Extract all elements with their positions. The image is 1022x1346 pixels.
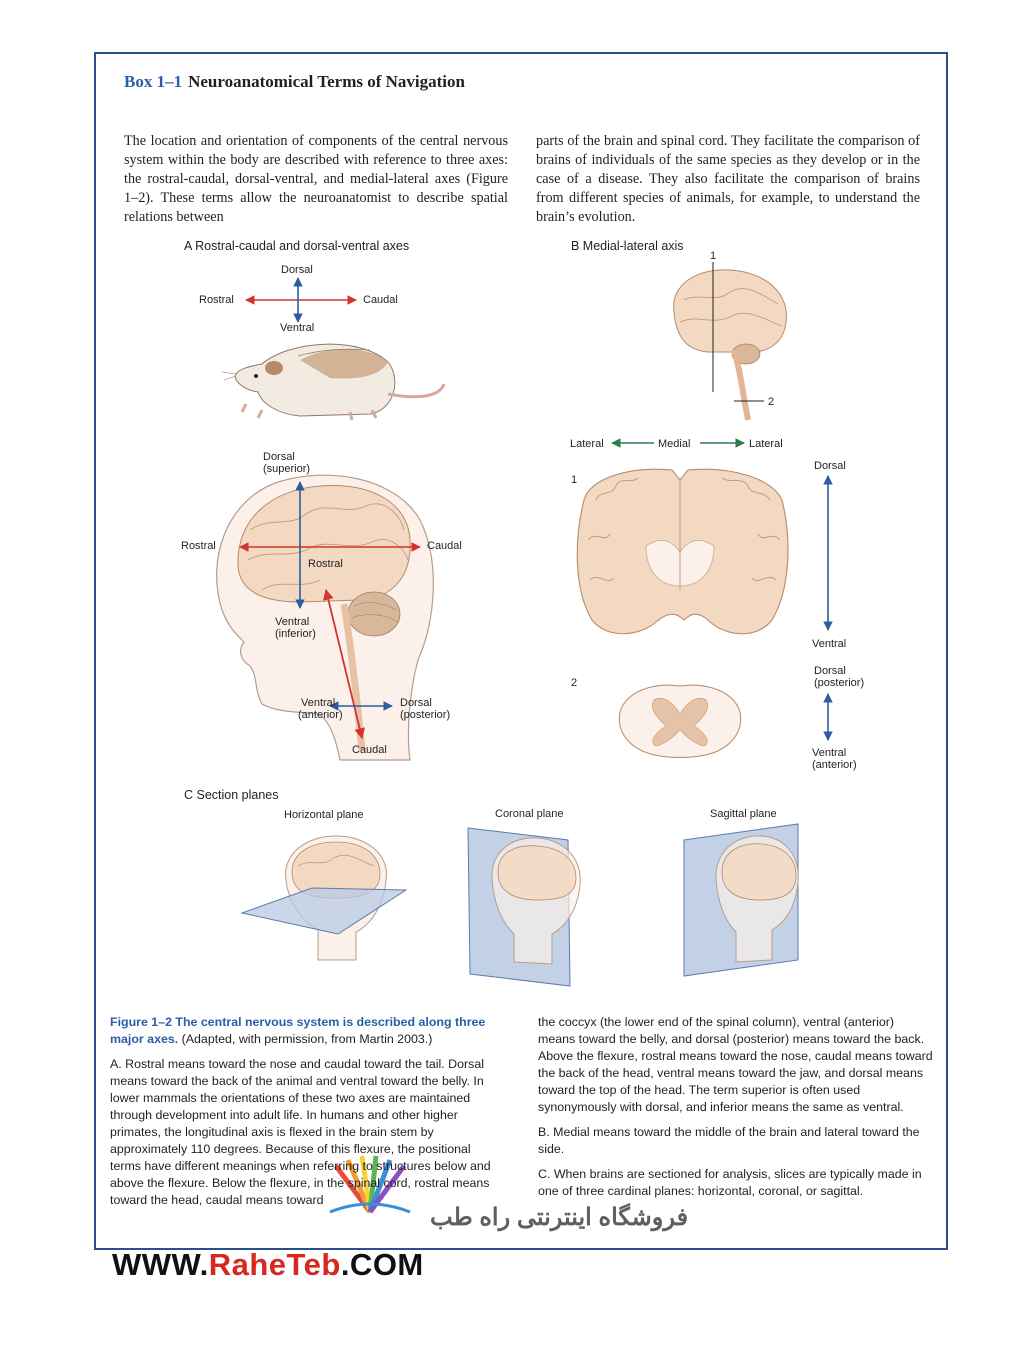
caption-part-c: C. When brains are sectioned for analysi…	[538, 1167, 922, 1198]
rat-illustration	[221, 343, 446, 421]
sagittal-plane-label: Sagittal plane	[710, 808, 777, 820]
sagittal-plane-illustration	[683, 823, 799, 977]
cord-anterior-label: (anterior)	[812, 759, 857, 771]
intro-right: parts of the brain and spinal cord. They…	[536, 133, 920, 225]
marker-1-label: 1	[710, 250, 717, 262]
human-superior-label: (superior)	[263, 463, 311, 475]
human-dorsal-label: Dorsal	[263, 451, 295, 463]
cord-ventral-label: Ventral	[812, 747, 847, 759]
box-title: Box 1–1 Neuroanatomical Terms of Navigati…	[124, 72, 465, 92]
coronal-ventral-label: Ventral	[812, 638, 847, 650]
medial-label: Medial	[658, 438, 691, 450]
coronal-plane-illustration	[467, 827, 581, 987]
coronal-plane-label: Coronal plane	[495, 808, 564, 820]
section-1-label: 1	[571, 474, 578, 486]
spinal-rostral-caudal-arrow	[323, 588, 365, 740]
caption-part-a-continued: the coccyx (the lower end of the spinal …	[538, 1015, 933, 1114]
marker-2-label: 2	[768, 396, 775, 408]
rat-ventral-label: Ventral	[280, 322, 315, 334]
caption-part-a: A. Rostral means toward the nose and cau…	[110, 1057, 491, 1207]
horizontal-plane-illustration	[240, 835, 408, 961]
caption-left-column: Figure 1–2 The central nervous system is…	[110, 1014, 502, 1217]
panel-c-label: C Section planes	[184, 788, 279, 802]
human-rostral-inner-label: Rostral	[308, 558, 343, 570]
human-inferior-label: (inferior)	[275, 628, 316, 640]
lateral-left-label: Lateral	[570, 438, 604, 450]
box-frame	[94, 52, 948, 1250]
caption-right-column: the coccyx (the lower end of the spinal …	[538, 1014, 934, 1208]
caption-heading: Figure 1–2 The central nervous system is…	[110, 1015, 486, 1046]
rat-caudal-label: Caudal	[363, 294, 398, 306]
caption-source: (Adapted, with permission, from Martin 2…	[178, 1032, 433, 1046]
watermark-persian-text: فروشگاه اینترنتی راه طب	[430, 1204, 689, 1231]
intro-left: The location and orientation of componen…	[124, 133, 508, 225]
human-ventral-label: Ventral	[275, 616, 310, 628]
watermark-suffix: .COM	[340, 1247, 424, 1282]
coronal-dorsal-label: Dorsal	[814, 460, 846, 472]
spinal-posterior-label: (posterior)	[400, 709, 451, 721]
human-rostral-left-label: Rostral	[181, 540, 216, 552]
watermark-prefix: WWW.	[112, 1247, 209, 1282]
rat-rostral-label: Rostral	[199, 294, 234, 306]
caption-part-b: B. Medial means toward the middle of the…	[538, 1125, 920, 1156]
box-title-text: Neuroanatomical Terms of Navigation	[188, 72, 465, 91]
rat-dorsal-label: Dorsal	[281, 264, 313, 276]
horizontal-plane-label: Horizontal plane	[284, 809, 364, 821]
watermark-brand: RaheTeb	[208, 1247, 341, 1282]
book-logo-icon	[329, 1155, 411, 1214]
spinal-ventral-label: Ventral	[301, 697, 336, 709]
spinal-cord-section-illustration	[618, 684, 742, 758]
panel-a-label: A Rostral-caudal and dorsal-ventral axes	[184, 239, 410, 253]
box-number: Box 1–1	[124, 72, 183, 91]
watermark-url[interactable]: WWW.RaheTeb.COM	[112, 1247, 424, 1283]
brain-side-illustration	[673, 269, 787, 421]
lateral-right-label: Lateral	[749, 438, 783, 450]
cord-dorsal-label: Dorsal	[814, 665, 846, 677]
section-2-label: 2	[571, 677, 578, 689]
spinal-dorsal-label: Dorsal	[400, 697, 432, 709]
coronal-section-illustration	[576, 468, 789, 635]
panel-b-label: B Medial-lateral axis	[571, 239, 684, 253]
spinal-caudal-label: Caudal	[352, 744, 387, 756]
spinal-anterior-label: (anterior)	[298, 709, 343, 721]
human-caudal-right-label: Caudal	[427, 540, 462, 552]
cord-posterior-label: (posterior)	[814, 677, 865, 689]
